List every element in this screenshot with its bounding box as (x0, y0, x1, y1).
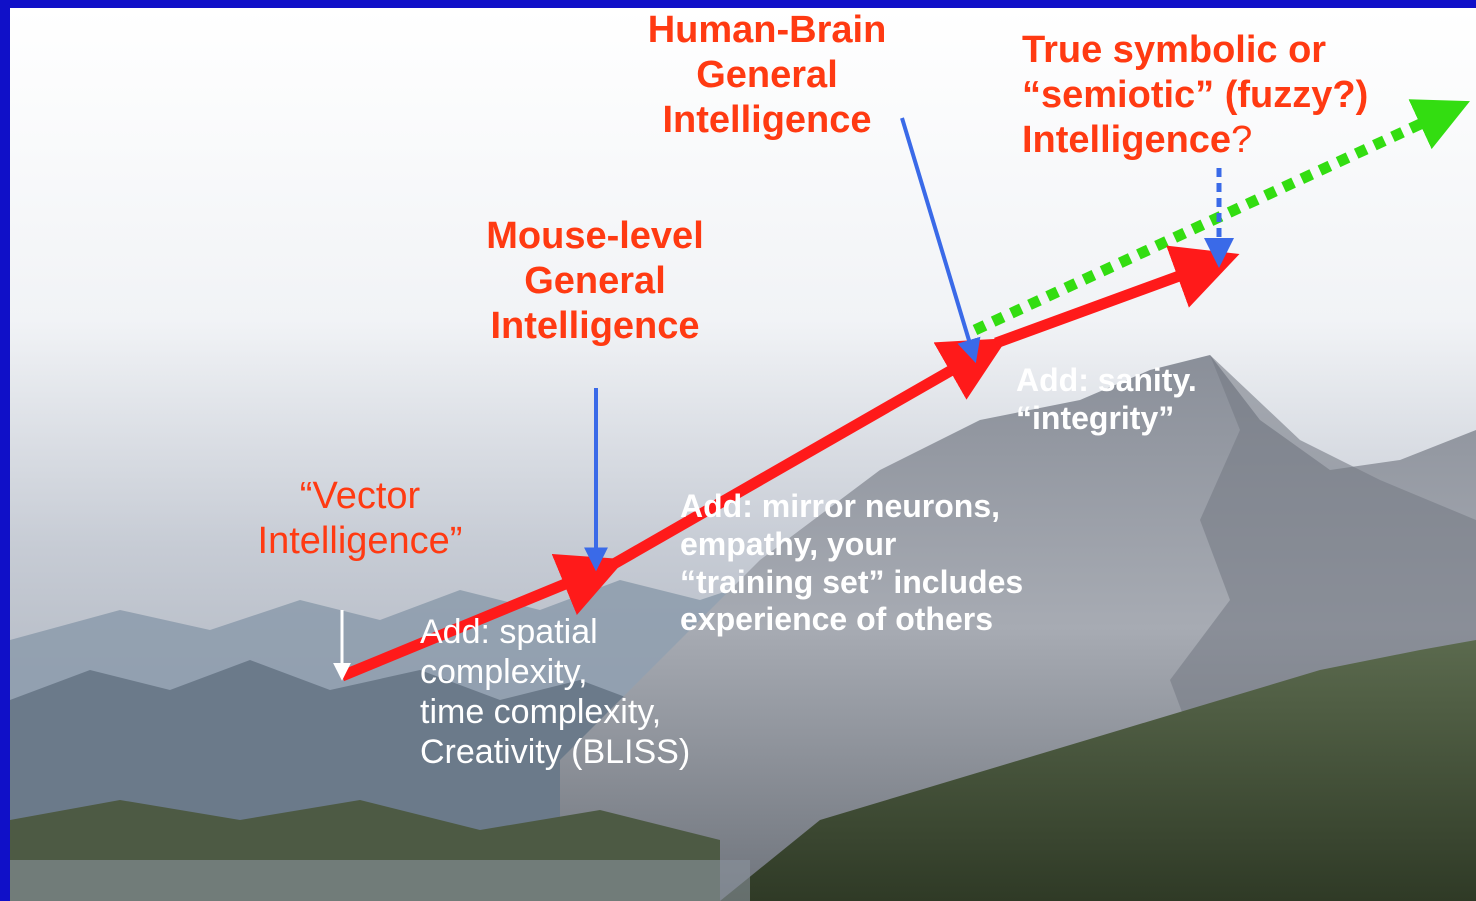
mouse-level-line2: General (524, 259, 666, 302)
human-brain-label: Human-Brain General Intelligence (612, 8, 922, 142)
mouse-level-label: Mouse-level General Intelligence (455, 214, 735, 348)
future-path-dotted-arrow (972, 99, 1470, 335)
vector-to-mouse-arrow (339, 553, 626, 682)
mouse-level-line3: Intelligence (490, 304, 700, 347)
vector-line1: “Vector (299, 475, 421, 517)
add-spatial-line2: complexity, (420, 653, 588, 692)
mouse-to-human-arrow (609, 338, 1008, 570)
add-mirror-note: Add: mirror neurons, empathy, your “trai… (680, 488, 1023, 639)
add-mirror-line2: empathy, your (680, 525, 897, 562)
human-brain-line2: General (696, 53, 838, 96)
add-spatial-line1: Add: spatial (420, 613, 598, 651)
true-symbolic-line1: True symbolic or (1022, 29, 1327, 71)
human-pointer-arrow (900, 117, 981, 364)
add-mirror-line3: “training set” includes (680, 563, 1024, 600)
vector-intelligence-label: “Vector Intelligence” (230, 474, 490, 564)
add-sanity-line2: “integrity” (1016, 399, 1175, 436)
human-brain-line3: Intelligence (662, 98, 872, 141)
add-spatial-line3: time complexity, (420, 693, 662, 732)
add-spatial-line4: Creativity (BLISS) (420, 733, 691, 772)
human-brain-line1: Human-Brain (647, 9, 887, 51)
add-sanity-line1: Add: sanity. (1016, 362, 1197, 398)
true-symbolic-line3-bold: Intelligence (1022, 118, 1232, 161)
human-to-symbolic-arrow (994, 245, 1240, 349)
add-mirror-line4: experience of others (680, 601, 993, 638)
add-mirror-line1: Add: mirror neurons, (680, 488, 1001, 524)
true-symbolic-line3: Intelligence? (1022, 118, 1368, 163)
vector-line2: Intelligence” (257, 519, 463, 562)
add-sanity-note: Add: sanity. “integrity” (1016, 362, 1197, 438)
true-symbolic-question-mark: ? (1231, 118, 1253, 161)
mouse-level-line1: Mouse-level (486, 215, 704, 257)
add-spatial-note: Add: spatial complexity, time complexity… (420, 612, 690, 772)
true-symbolic-line2: “semiotic” (fuzzy?) (1022, 73, 1369, 116)
true-symbolic-label: True symbolic or “semiotic” (fuzzy?) Int… (1022, 28, 1368, 162)
